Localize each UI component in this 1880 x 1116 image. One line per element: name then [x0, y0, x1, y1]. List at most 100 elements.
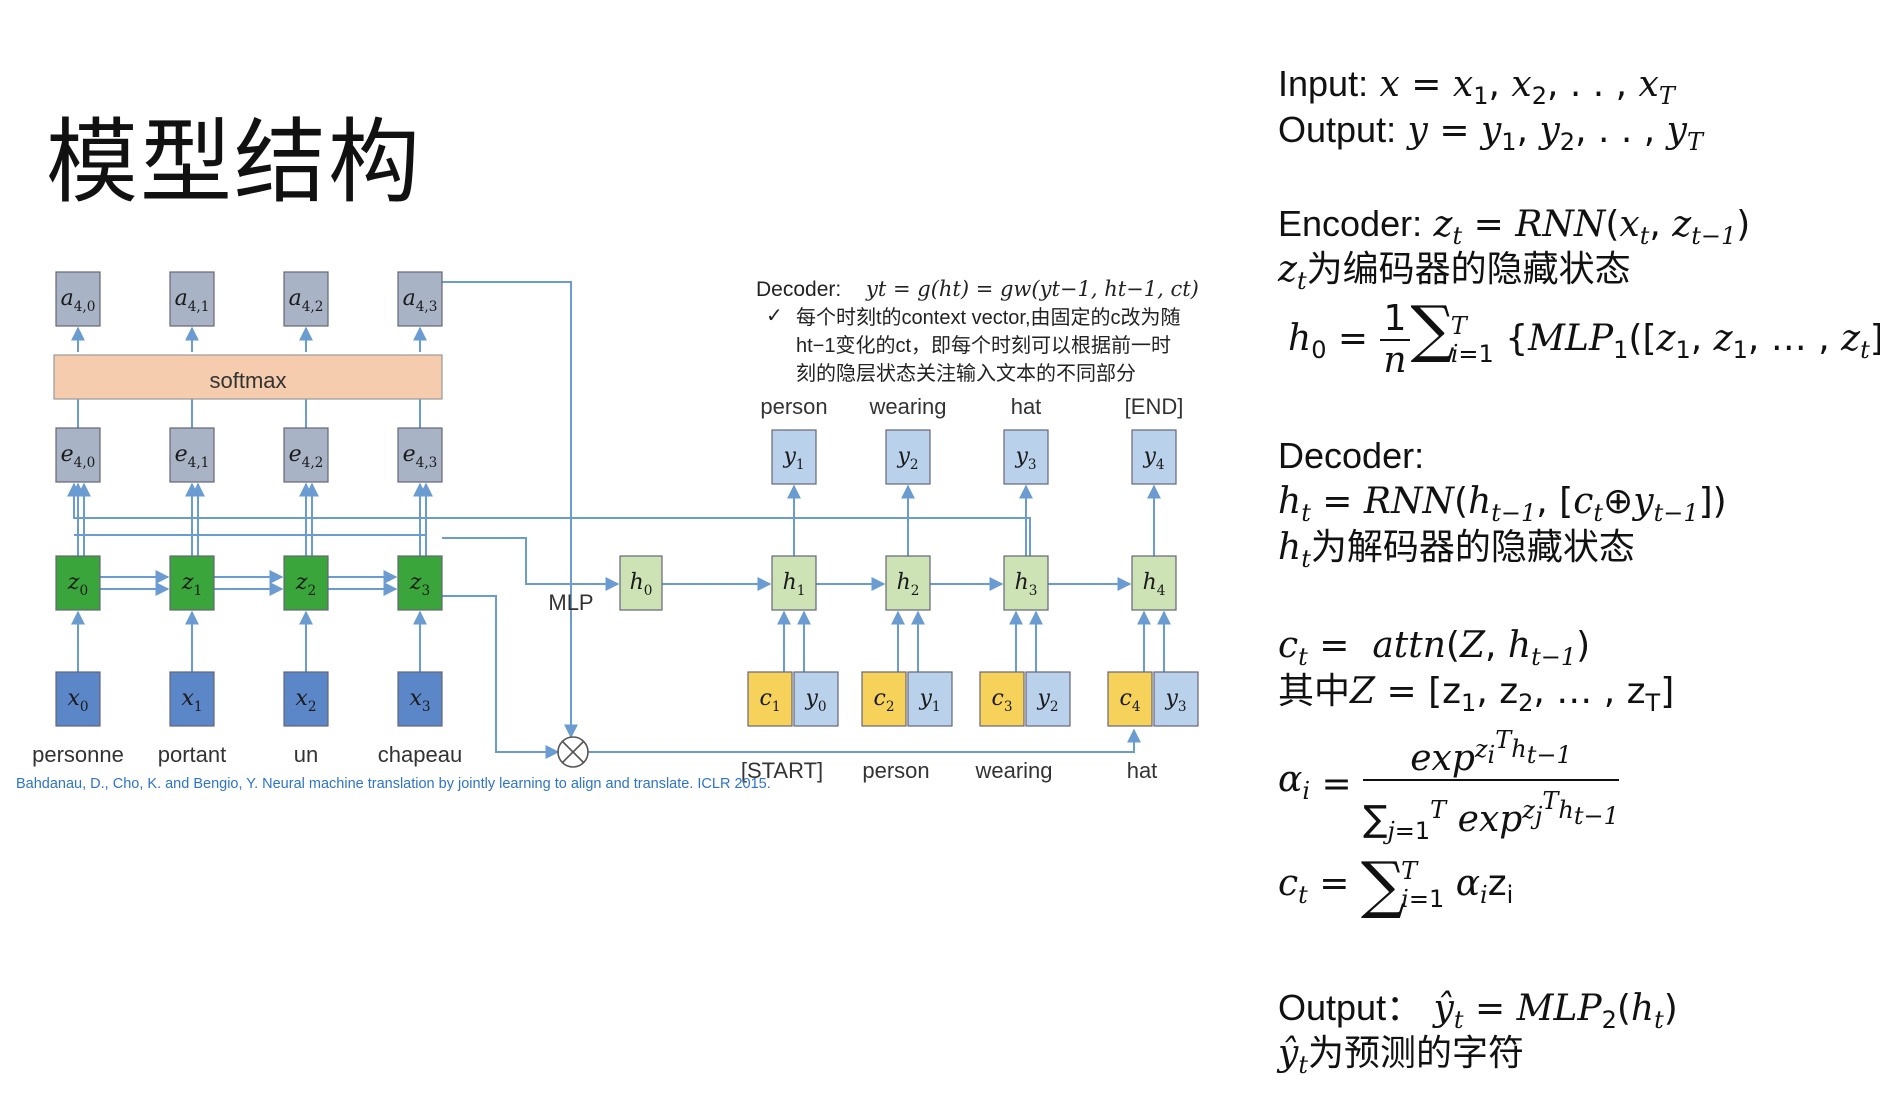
formula-context: ct = attn(Z, ht−1) [1278, 625, 1591, 672]
svg-text:h4: h4 [1143, 570, 1166, 599]
decoder-note-line: ht−1变化的ct，即每个时刻可以根据前一时 [796, 334, 1171, 357]
decoder-state-box: h1 [771, 555, 817, 611]
svg-text:y3: y3 [1164, 686, 1186, 715]
attention-weight-box: a4,3 [397, 271, 443, 327]
formula-input: Input: x = x1, x2, . . , xT [1278, 63, 1675, 111]
formula-encoder-note: zt为编码器的隐藏状态 [1278, 249, 1631, 296]
diagram-edges [67, 281, 1171, 759]
softmax-bar [53, 354, 443, 400]
output-box: y1 [771, 429, 817, 485]
slide-title: 模型结构 [46, 109, 423, 216]
input-box: x0 [55, 671, 101, 727]
input-word: chapeau [378, 742, 462, 767]
prev-word: wearing [974, 758, 1052, 783]
attention-weight-box: a4,2 [283, 271, 329, 327]
svg-text:c4: c4 [1120, 686, 1141, 715]
svg-text:h1: h1 [783, 570, 806, 599]
decoder-note-line: 刻的隐层状态关注输入文本的不同部分 [796, 362, 1136, 385]
input-box: x1 [169, 671, 215, 727]
context-box: c2 [861, 671, 907, 727]
formula-decoder-label: Decoder: [1278, 435, 1425, 476]
svg-text:z1: z1 [181, 570, 202, 599]
attention-weight-box: a4,1 [169, 271, 215, 327]
formula-prediction-note: ŷt为预测的字符 [1278, 1033, 1525, 1080]
diagram-labels: softmax personne portant un chapeau MLP person… [16, 277, 1199, 792]
output-word: hat [1011, 394, 1042, 419]
reference-citation: Bahdanau, D., Cho, K. and Bengio, Y. Neu… [16, 776, 771, 792]
svg-text:c2: c2 [874, 686, 895, 715]
multiply-node [557, 736, 589, 768]
input-word: personne [32, 742, 124, 767]
input-word: portant [158, 742, 227, 767]
formula-encoder: Encoder: zt = RNN(xt, zt−1) [1278, 203, 1751, 251]
edge-mult-to-c4 [588, 728, 1141, 753]
svg-text:a4,1: a4,1 [175, 286, 210, 315]
output-box: y2 [885, 429, 931, 485]
mlp-label: MLP [548, 590, 593, 615]
input-box: x2 [283, 671, 329, 727]
energy-box: e4,0 [55, 427, 101, 483]
svg-text:c3: c3 [992, 686, 1013, 715]
prev-output-box: y0 [793, 671, 839, 727]
svg-text:y2: y2 [1036, 686, 1058, 715]
svg-text:y1: y1 [782, 444, 804, 473]
output-box: y4 [1131, 429, 1177, 485]
svg-text:x3: x3 [409, 686, 430, 715]
svg-text:z2: z2 [295, 570, 316, 599]
svg-text:c1: c1 [760, 686, 781, 715]
formula-decoder: ht = RNN(ht−1, [ct⊕yt−1]) [1278, 481, 1727, 528]
context-box: c1 [747, 671, 793, 727]
svg-text:a4,3: a4,3 [403, 286, 438, 315]
decoder-state-box: h2 [885, 555, 931, 611]
prev-word: person [862, 758, 929, 783]
energy-box: e4,3 [397, 427, 443, 483]
svg-text:x0: x0 [67, 686, 88, 715]
edge-z-to-mlp [442, 537, 620, 591]
context-box: c4 [1107, 671, 1153, 727]
output-word: person [760, 394, 827, 419]
prev-output-box: y3 [1153, 671, 1199, 727]
output-box: y3 [1003, 429, 1049, 485]
encoder-state-box: z1 [169, 555, 215, 611]
init-state-box: h0 [619, 555, 663, 611]
edge-z3-to-mult [442, 595, 560, 759]
svg-text:y0: y0 [804, 686, 826, 715]
decoder-state-box: h4 [1131, 555, 1177, 611]
decoder-note-label: Decoder: [756, 278, 841, 301]
prev-word: hat [1127, 758, 1158, 783]
formula-output: Output: y = y1, y2, . . , yT [1278, 109, 1703, 157]
svg-text:e4,1: e4,1 [175, 442, 210, 471]
svg-text:h0: h0 [630, 570, 653, 599]
energy-box: e4,1 [169, 427, 215, 483]
svg-text:y2: y2 [896, 444, 918, 473]
context-box: c3 [979, 671, 1025, 727]
formula-h0: h0 = 1n∑Ti=1 {MLP1([z1, z1, … , zt])} [1288, 292, 1880, 381]
svg-text:y1: y1 [918, 686, 940, 715]
formula-alpha: αi = expziTht−1 ∑j=1T expzjTht−1 [1278, 720, 1619, 851]
prev-output-box: y2 [1025, 671, 1071, 727]
formula-decoder-note: ht为解码器的隐藏状态 [1278, 527, 1635, 574]
svg-text:e4,3: e4,3 [403, 442, 438, 471]
edge-h3-to-e [67, 482, 1031, 556]
svg-text:e4,0: e4,0 [61, 442, 96, 471]
input-word: un [294, 742, 318, 767]
prev-word: [START] [741, 758, 823, 783]
svg-text:h3: h3 [1015, 570, 1038, 599]
encoder-state-box: z0 [55, 555, 101, 611]
decoder-note-formula: yt = g(ht) = gw(yt−1, ht−1, ct) [865, 277, 1199, 301]
svg-text:y4: y4 [1142, 444, 1164, 473]
energy-box: e4,2 [283, 427, 329, 483]
svg-text:y3: y3 [1014, 444, 1036, 473]
check-icon: ✓ [766, 305, 783, 327]
softmax-label: softmax [209, 368, 286, 393]
svg-text:z3: z3 [409, 570, 430, 599]
formula-prediction: Output： ŷt = MLP2(ht) [1278, 987, 1678, 1035]
decoder-note-line: 每个时刻t的context vector,由固定的c改为随 [796, 306, 1181, 329]
decoder-state-box: h3 [1003, 555, 1049, 611]
output-word: wearing [868, 394, 946, 419]
svg-text:a4,2: a4,2 [289, 286, 324, 315]
svg-text:x1: x1 [181, 686, 202, 715]
svg-text:h2: h2 [897, 570, 920, 599]
